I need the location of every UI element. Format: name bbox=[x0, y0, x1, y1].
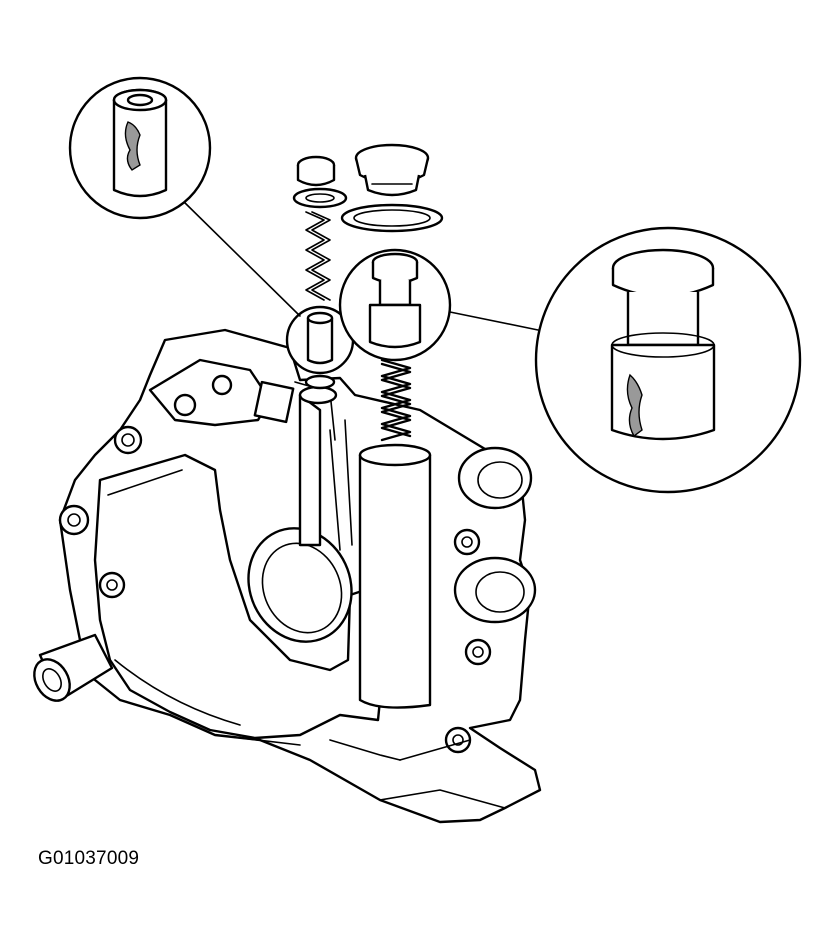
left-callout-leader bbox=[179, 197, 301, 317]
figure-code-label: G01037009 bbox=[38, 848, 140, 869]
wear-mark-icon bbox=[626, 373, 643, 438]
wear-mark-icon bbox=[124, 121, 141, 171]
small-piston-detail-callout bbox=[68, 76, 212, 220]
large-valve-spring bbox=[380, 358, 412, 442]
large-piston-detail-callout bbox=[534, 226, 802, 494]
pump-housing bbox=[33, 328, 542, 824]
small-relief-valve-parts bbox=[292, 155, 348, 301]
large-relief-valve-parts bbox=[340, 143, 444, 233]
large-piston-magnifier bbox=[338, 248, 452, 362]
right-callout-leader bbox=[449, 311, 539, 331]
